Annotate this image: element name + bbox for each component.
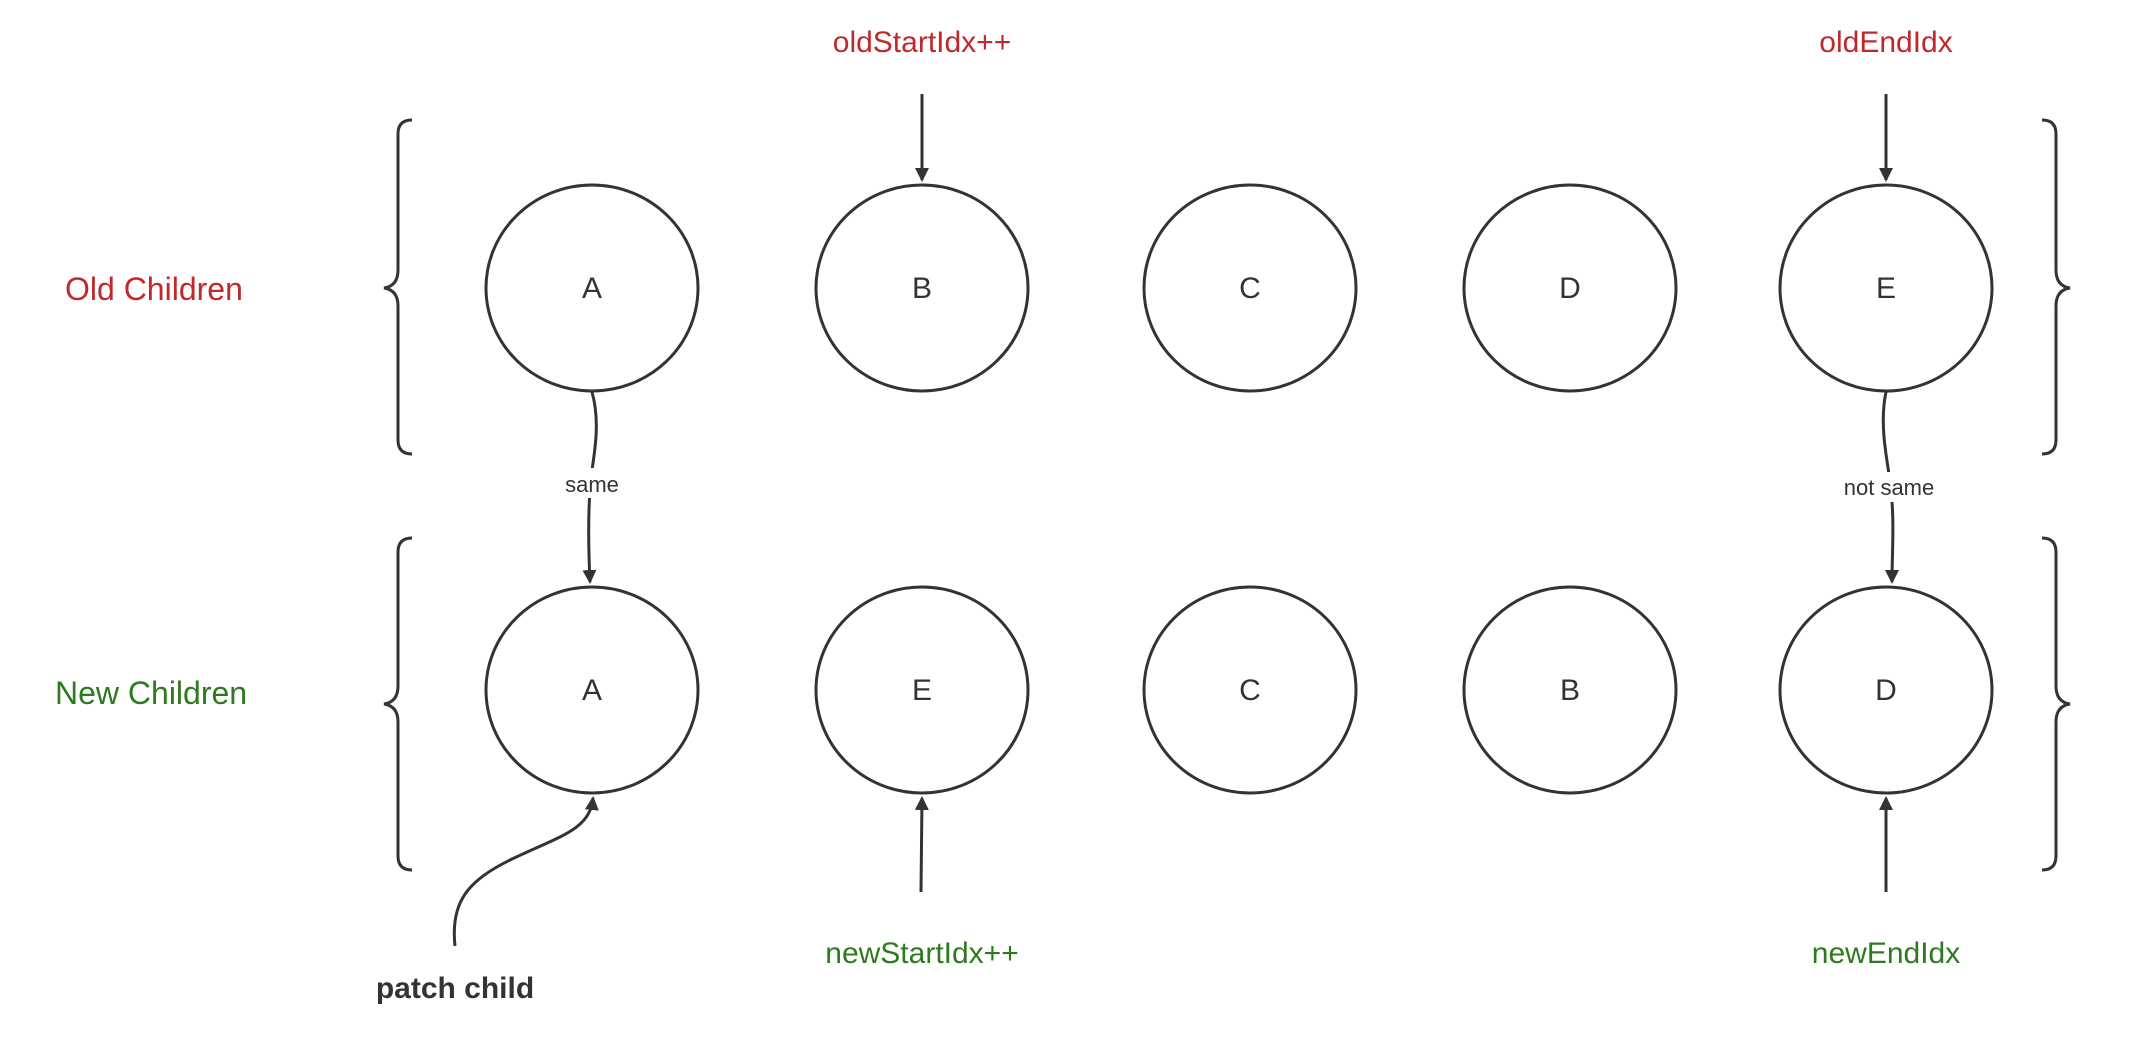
not-same-edge-label-bg <box>1830 472 1948 502</box>
same-edge-label-bg <box>556 468 628 498</box>
old-node-5: E <box>1778 183 1994 393</box>
old-node-3-label: C <box>1239 272 1261 305</box>
old-node-2-label: B <box>912 272 932 305</box>
new-node-2: E <box>814 585 1030 795</box>
old-node-5-label: E <box>1876 272 1896 305</box>
old-node-3: C <box>1142 183 1358 393</box>
old-left-brace <box>383 118 413 456</box>
new-node-4-label: B <box>1560 674 1580 707</box>
old-right-brace <box>2041 118 2071 456</box>
new-start-arrow <box>914 796 929 893</box>
new-node-1: A <box>484 585 700 795</box>
old-node-4-label: D <box>1559 272 1581 305</box>
old-end-pointer-label: oldEndIdx <box>1819 26 1952 59</box>
new-node-4: B <box>1462 585 1678 795</box>
patch-child-arrow <box>452 796 599 947</box>
new-node-5: D <box>1778 585 1994 795</box>
new-node-1-label: A <box>582 674 602 707</box>
new-node-5-label: D <box>1875 674 1897 707</box>
not-same-edge-label: not same <box>1844 475 1935 500</box>
new-left-brace <box>383 536 413 872</box>
new-start-pointer-label: newStartIdx++ <box>825 937 1018 970</box>
new-node-2-label: E <box>912 674 932 707</box>
old-children-label: Old Children <box>65 271 243 307</box>
new-node-3-label: C <box>1239 674 1261 707</box>
old-node-2: B <box>814 183 1030 393</box>
new-right-brace <box>2041 536 2071 872</box>
old-start-pointer-label: oldStartIdx++ <box>833 26 1011 59</box>
new-node-3: C <box>1142 585 1358 795</box>
same-edge-label: same <box>565 472 619 497</box>
old-node-1: A <box>484 183 700 393</box>
old-node-4: D <box>1462 183 1678 393</box>
old-node-1-label: A <box>582 272 602 305</box>
new-children-label: New Children <box>55 675 247 711</box>
patch-child-note: patch child <box>376 972 534 1005</box>
new-end-pointer-label: newEndIdx <box>1812 937 1960 970</box>
